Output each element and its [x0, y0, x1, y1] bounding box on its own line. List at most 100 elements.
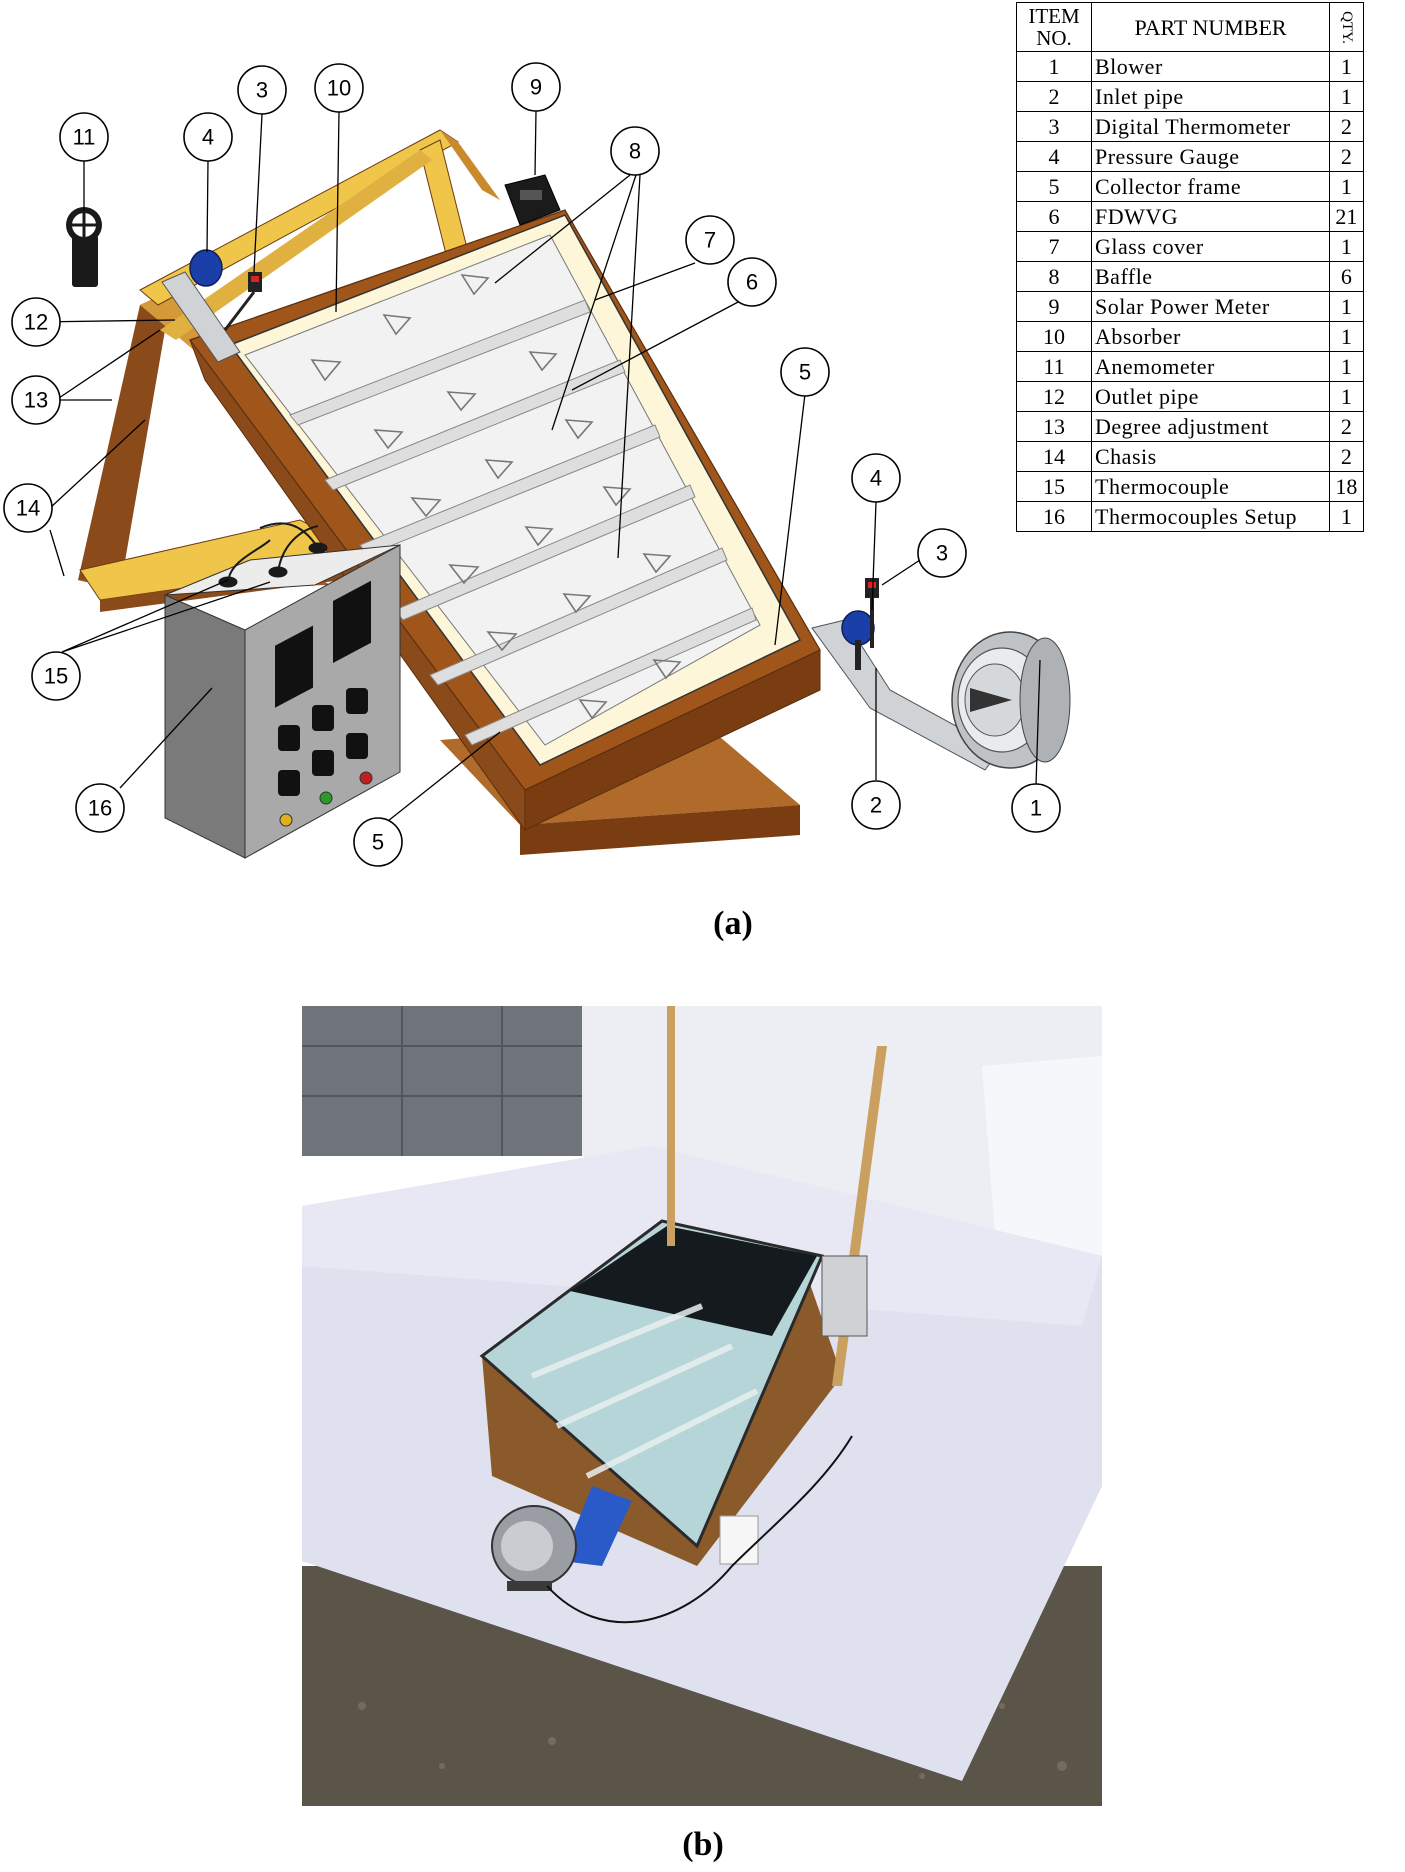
cell-item-no: 10 [1016, 321, 1092, 352]
cell-item-no: 8 [1016, 261, 1092, 292]
callout-11: 11 [59, 112, 109, 162]
svg-text:10: 10 [327, 76, 351, 101]
caption-a: (a) [713, 905, 753, 942]
callout-2: 2 [851, 780, 901, 830]
cell-item-no: 4 [1016, 141, 1092, 172]
cell-part-number: Baffle [1091, 261, 1330, 292]
cell-item-no: 11 [1016, 351, 1092, 382]
cell-item-no: 13 [1016, 411, 1092, 442]
header-qty: QTY. [1329, 2, 1364, 52]
experimental-setup-photo [302, 1006, 1102, 1806]
cell-part-number: Thermocouple [1091, 471, 1330, 502]
svg-text:4: 4 [870, 466, 882, 491]
svg-text:2: 2 [870, 793, 882, 818]
svg-text:7: 7 [704, 228, 716, 253]
cell-qty: 1 [1329, 321, 1364, 352]
cell-part-number: FDWVG [1091, 201, 1330, 232]
cell-qty: 1 [1329, 231, 1364, 262]
cell-part-number: Chasis [1091, 441, 1330, 472]
cell-item-no: 15 [1016, 471, 1092, 502]
callout-8: 8 [610, 126, 660, 176]
cell-part-number: Inlet pipe [1091, 81, 1330, 112]
outlet-pipe [161, 271, 241, 363]
cell-item-no: 1 [1016, 51, 1092, 82]
inlet-digital-thermometer [865, 578, 879, 648]
cell-item-no: 16 [1016, 501, 1092, 532]
cell-part-number: Glass cover [1091, 231, 1330, 262]
svg-text:14: 14 [16, 496, 40, 521]
svg-text:15: 15 [44, 664, 68, 689]
cad-assembly-drawing: 11 4 3 10 9 8 7 6 5 12 13 14 15 16 5 2 1… [3, 62, 1071, 867]
photo-blower [491, 1486, 632, 1591]
callout-4-outlet: 4 [183, 112, 233, 162]
callout-12: 12 [11, 297, 61, 347]
cell-qty: 6 [1329, 261, 1364, 292]
cell-part-number: Anemometer [1091, 351, 1330, 382]
cell-item-no: 6 [1016, 201, 1092, 232]
cell-part-number: Blower [1091, 51, 1330, 82]
solar-power-meter [504, 174, 561, 226]
callout-6: 6 [727, 257, 777, 307]
svg-text:9: 9 [530, 75, 542, 100]
svg-text:1: 1 [1030, 796, 1042, 821]
cell-item-no: 3 [1016, 111, 1092, 142]
photo-solar-collector [479, 1006, 887, 1566]
svg-text:11: 11 [73, 125, 96, 150]
cell-item-no: 2 [1016, 81, 1092, 112]
callout-4-inlet: 4 [851, 453, 901, 503]
photo-cable [546, 1435, 853, 1624]
callout-16: 16 [75, 783, 125, 833]
callout-5-bottom: 5 [353, 817, 403, 867]
svg-text:13: 13 [24, 388, 48, 413]
cell-item-no: 9 [1016, 291, 1092, 322]
callout-3-inlet: 3 [917, 528, 967, 578]
cell-item-no: 5 [1016, 171, 1092, 202]
cell-qty: 1 [1329, 291, 1364, 322]
header-item-no: ITEM NO. [1016, 2, 1092, 52]
cell-qty: 1 [1329, 51, 1364, 82]
fdwvg-vortex-generators [310, 274, 682, 720]
cell-part-number: Thermocouples Setup [1091, 501, 1330, 532]
cell-qty: 18 [1329, 471, 1364, 502]
outlet-digital-thermometer [223, 272, 262, 331]
cell-part-number: Degree adjustment [1091, 411, 1330, 442]
callout-3-outlet: 3 [237, 65, 287, 115]
cell-qty: 1 [1329, 351, 1364, 382]
svg-text:3: 3 [256, 78, 268, 103]
cell-qty: 2 [1329, 411, 1364, 442]
outlet-pressure-gauge [189, 249, 223, 287]
svg-text:8: 8 [629, 139, 641, 164]
caption-b: (b) [682, 1826, 724, 1863]
blower [951, 631, 1071, 769]
cell-qty: 2 [1329, 111, 1364, 142]
svg-text:5: 5 [799, 360, 811, 385]
thermocouples [218, 522, 328, 588]
callout-15: 15 [31, 651, 81, 701]
cell-part-number: Collector frame [1091, 171, 1330, 202]
svg-text:12: 12 [24, 310, 48, 335]
cell-part-number: Absorber [1091, 321, 1330, 352]
callout-1: 1 [1011, 783, 1061, 833]
header-part-number: PART NUMBER [1091, 2, 1330, 52]
callout-13: 13 [11, 375, 61, 425]
cell-qty: 2 [1329, 141, 1364, 172]
svg-text:3: 3 [936, 541, 948, 566]
cell-qty: 21 [1329, 201, 1364, 232]
callout-9: 9 [511, 62, 561, 112]
callout-10: 10 [314, 63, 364, 113]
cell-item-no: 14 [1016, 441, 1092, 472]
